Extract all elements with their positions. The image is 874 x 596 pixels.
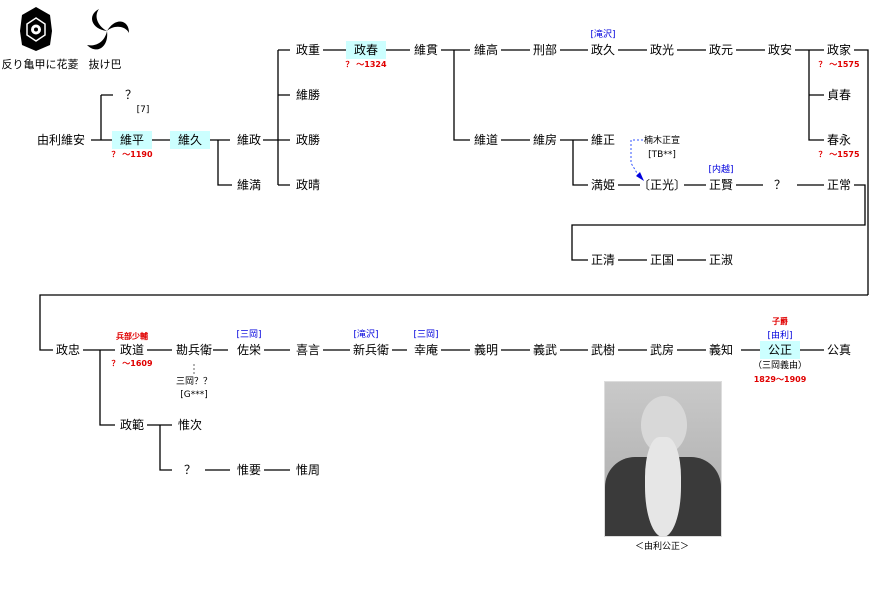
person-masashige: 政重: [295, 43, 321, 57]
person-koreyasu: 由利維安: [36, 133, 86, 147]
person-sadaharu: 貞春: [826, 88, 852, 102]
person-koan: 幸庵: [413, 343, 439, 357]
person-korefusa: 維房: [532, 133, 558, 147]
dates: 1829～1909: [753, 375, 807, 384]
nuki-tomoe-crest-icon: [81, 5, 133, 57]
dates: ？ ～1324: [345, 60, 387, 69]
title: 兵部少輔: [116, 332, 148, 341]
person-koretaka: 維高: [473, 43, 499, 57]
person-kimizane: 公真: [826, 343, 852, 357]
person-kusunoki: 楠木正宣: [643, 136, 681, 146]
person-masatada: 政忠: [55, 343, 81, 357]
person-masatsune: 正常: [826, 178, 852, 192]
reference-note: [G***]: [180, 390, 208, 400]
title: 子爵: [772, 317, 788, 326]
person-masahisa: 政久: [590, 43, 616, 57]
person-takeki: 武樹: [590, 343, 616, 357]
dates: ？ ～1575: [818, 60, 860, 69]
person-unknown: ？: [773, 178, 787, 192]
person-masakatsu: 政勝: [295, 133, 321, 147]
person-koremichi: 維道: [473, 133, 499, 147]
person-kanbee: 勘兵衛: [175, 343, 213, 357]
person-gyobu: 刑部: [532, 43, 558, 57]
person-mitsuhime: 満姫: [590, 178, 616, 192]
reference-note: [7]: [136, 105, 150, 115]
person-yoshitomo: 義知: [708, 343, 734, 357]
person-sukeyoshi: 佐栄: [236, 343, 262, 357]
person-masakiyo: 正清: [590, 253, 616, 267]
person-koremitsu: 維満: [236, 178, 262, 192]
person-masaie: 政家: [826, 43, 852, 57]
dates: ？ ～1575: [818, 150, 860, 159]
alias: （三岡義由）: [752, 361, 808, 371]
person-takefusa: 武房: [649, 343, 675, 357]
dates: ？ ～1609: [111, 359, 153, 368]
photo-caption: ＜由利公正＞: [634, 542, 690, 552]
person-kimimasa: 公正: [759, 341, 801, 359]
person-shinbee: 新兵衛: [352, 343, 390, 357]
person-korehira: 維平: [111, 131, 153, 149]
family-tag: [由利]: [767, 331, 793, 341]
family-tag: [三岡]: [236, 330, 262, 340]
dates: ？ ～1190: [111, 150, 153, 159]
person-masamitsu-adopted: 〔正光〕: [637, 178, 687, 192]
person-yoshitake: 義武: [532, 343, 558, 357]
person-koremasa: 維政: [236, 133, 262, 147]
person-masamitsu: 政光: [649, 43, 675, 57]
family-tag: [滝沢]: [590, 30, 616, 40]
person-masakuni: 正国: [649, 253, 675, 267]
person-unknown: ？: [183, 463, 197, 477]
person-masamoto: 政元: [708, 43, 734, 57]
portrait-photo: [604, 381, 722, 537]
person-korenuki: 維貫: [413, 43, 439, 57]
reference-note: [TB**]: [648, 150, 676, 160]
person-unknown: ？: [124, 88, 138, 102]
person-koremasa2: 維正: [590, 133, 616, 147]
person-masakata: 正賢: [708, 178, 734, 192]
crest-label: 抜け巴: [88, 58, 122, 71]
person-masaharu2: 政晴: [295, 178, 321, 192]
family-tag: [滝沢]: [353, 330, 379, 340]
person-yoshiaki: 義明: [473, 343, 499, 357]
family-tag: [内越]: [708, 165, 734, 175]
sori-kikko-hanabishi-crest-icon: [19, 5, 53, 53]
family-tag: [三岡]: [413, 330, 439, 340]
person-harunaga: 春永: [826, 133, 852, 147]
person-masayoshi: 正淑: [708, 253, 734, 267]
person-korechika: 惟周: [295, 463, 321, 477]
person-masamichi: 政道: [119, 343, 145, 357]
person-masayasu: 政安: [767, 43, 793, 57]
person-yoshikoto: 喜言: [295, 343, 321, 357]
person-masanori: 政範: [119, 418, 145, 432]
person-koreyo: 惟要: [236, 463, 262, 477]
person-masaharu: 政春: [345, 41, 387, 59]
crest-label: 反り亀甲に花菱: [1, 58, 79, 71]
person-koretsugu: 惟次: [177, 418, 203, 432]
person-mioka: 三岡？？: [175, 377, 213, 387]
person-korekatsu: 維勝: [295, 88, 321, 102]
person-korehisa: 維久: [169, 131, 211, 149]
